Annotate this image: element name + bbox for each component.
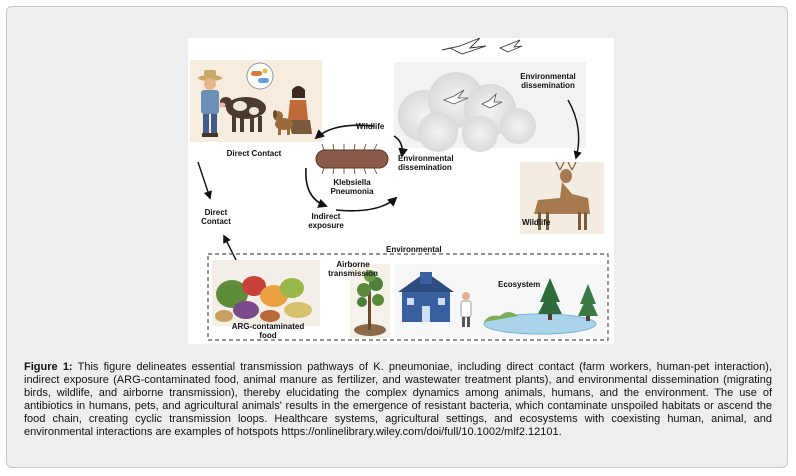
pill-bubble-icon — [246, 62, 274, 90]
label-env-diss-mid-line2: dissemination — [398, 163, 452, 172]
label-ecosystem: Ecosystem — [498, 280, 541, 289]
doctor-icon — [460, 292, 472, 327]
bacterium-icon — [315, 143, 389, 175]
pine-tree-icon — [538, 278, 598, 321]
label-arg-food-line1: ARG-contaminated — [231, 322, 305, 331]
caption-label: Figure 1: — [24, 361, 73, 373]
label-wildlife-deer: Wildlife — [522, 218, 551, 227]
label-arg-contaminated-food: ARG-contaminated food — [218, 322, 318, 340]
bird-icon — [441, 38, 523, 55]
deer-icon — [520, 161, 604, 234]
label-indirect-exposure: Indirect exposure — [304, 212, 348, 230]
transmission-cycle-arrows — [305, 124, 408, 212]
cow-icon — [218, 97, 266, 132]
dog-icon — [273, 110, 293, 135]
transmission-diagram: Direct Contact Direct Contact Wildlife E… — [188, 38, 614, 344]
label-indirect-line2: exposure — [308, 221, 344, 230]
cloud-icon — [394, 62, 586, 152]
label-environmental-dissemination-mid: Environmental dissemination — [398, 154, 454, 172]
label-env-diss-mid-line1: Environmental — [398, 154, 454, 163]
label-environmental-dissemination-top: Environmental dissemination — [508, 72, 588, 90]
label-indirect-line1: Indirect — [311, 212, 341, 221]
label-environmental: Environmental — [386, 245, 442, 254]
label-arg-food-line2: food — [259, 331, 277, 340]
label-direct-contact-top: Direct Contact — [226, 149, 282, 158]
label-airborne-line2: transmission — [328, 269, 378, 278]
vegetables-icon — [212, 260, 320, 326]
tree-icon — [350, 264, 390, 338]
environmental-box — [207, 253, 609, 341]
pathway-arrows — [197, 99, 582, 261]
ecosystem-scene — [394, 264, 606, 338]
label-klebsiella-pneumonia: Klebsiella Pneumonia — [322, 178, 382, 196]
label-airborne-transmission: Airborne transmission — [326, 260, 380, 278]
farmer-icon — [198, 70, 222, 137]
label-env-diss-top-line2: dissemination — [521, 81, 575, 90]
pond-icon — [483, 312, 597, 335]
diagram-art — [190, 38, 609, 341]
figure-caption: Figure 1: This figure delineates essenti… — [24, 361, 772, 439]
caption-text: This figure delineates essential transmi… — [24, 361, 773, 438]
label-direct-contact-left-line1: Direct — [204, 208, 228, 217]
farm-scene — [190, 60, 322, 142]
label-env-diss-top-line1: Environmental — [520, 72, 576, 81]
label-klebsiella-line1: Klebsiella — [333, 178, 371, 187]
label-airborne-line1: Airborne — [336, 260, 370, 269]
label-klebsiella-line2: Pneumonia — [330, 187, 374, 196]
label-direct-contact-left: Direct Contact — [196, 208, 236, 226]
hospital-icon — [398, 272, 454, 322]
label-direct-contact-left-line2: Contact — [201, 217, 231, 226]
woman-icon — [288, 86, 312, 134]
label-wildlife-mid: Wildlife — [356, 122, 385, 131]
